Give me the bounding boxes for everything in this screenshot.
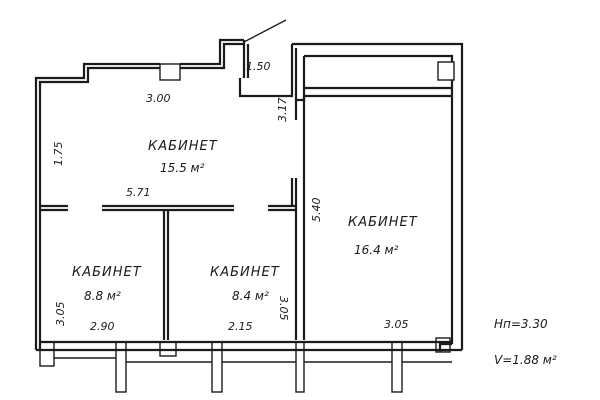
dim-left-small-width: 2.90 (90, 320, 115, 333)
outer-wall-left (34, 62, 160, 100)
dim-right-room-width: 3.05 (384, 318, 409, 331)
dimension-labels: 1.50 3.00 3.17 1.75 5.71 5.40 3.05 2.90 … (52, 60, 409, 333)
north-tick (243, 19, 287, 43)
walls (34, 19, 464, 393)
window-pier-1 (39, 341, 55, 367)
window-pier-4 (295, 341, 305, 393)
dim-right-partition: 5.40 (310, 198, 323, 223)
window-pier-5 (391, 341, 403, 393)
top-wall-right-segment (180, 38, 244, 66)
right-wing-inner (304, 54, 454, 62)
window-pier-2 (115, 341, 127, 393)
dim-mid-small-width: 2.15 (228, 320, 253, 333)
column-right-top (437, 61, 455, 81)
dim-left-small-height: 3.05 (54, 302, 67, 327)
room-3-name: КАБИНЕТ (72, 265, 142, 280)
dim-mid-vertical: 3.17 (276, 98, 289, 123)
mid-wall-jog (238, 78, 294, 98)
room-3-area: 8.8 м² (84, 289, 121, 303)
top-wall-right-segment-inner (180, 42, 244, 70)
column-bottom-mid (159, 341, 177, 357)
dim-mid-small-height: 3.05 (277, 296, 290, 321)
right-wing-outer (292, 42, 464, 52)
room-labels: КАБИНЕТ 15.5 м² КАБИНЕТ 16.4 м² КАБИНЕТ … (72, 139, 418, 303)
dim-top-width: 3.00 (146, 92, 171, 105)
room-4-area: 8.4 м² (232, 289, 269, 303)
window-pier-3 (211, 341, 223, 393)
column-right-bottom (435, 337, 451, 353)
dim-corridor: 5.71 (126, 186, 151, 199)
notes: Hп=3.30 V=1.88 м² (494, 317, 557, 367)
room-1-area: 15.5 м² (160, 161, 205, 175)
dim-left-height: 1.75 (52, 142, 65, 167)
room-2-name: КАБИНЕТ (348, 215, 418, 230)
column-top (159, 63, 181, 81)
room-4-name: КАБИНЕТ (210, 265, 280, 280)
outer-wall-left-inner (38, 66, 160, 100)
room-1-name: КАБИНЕТ (148, 139, 218, 154)
note-volume: V=1.88 м² (494, 353, 557, 367)
room-2-area: 16.4 м² (354, 243, 399, 257)
dim-top-stub: 1.50 (246, 60, 271, 73)
note-ceiling-height: Hп=3.30 (494, 317, 548, 331)
room-divider-top (296, 86, 452, 102)
